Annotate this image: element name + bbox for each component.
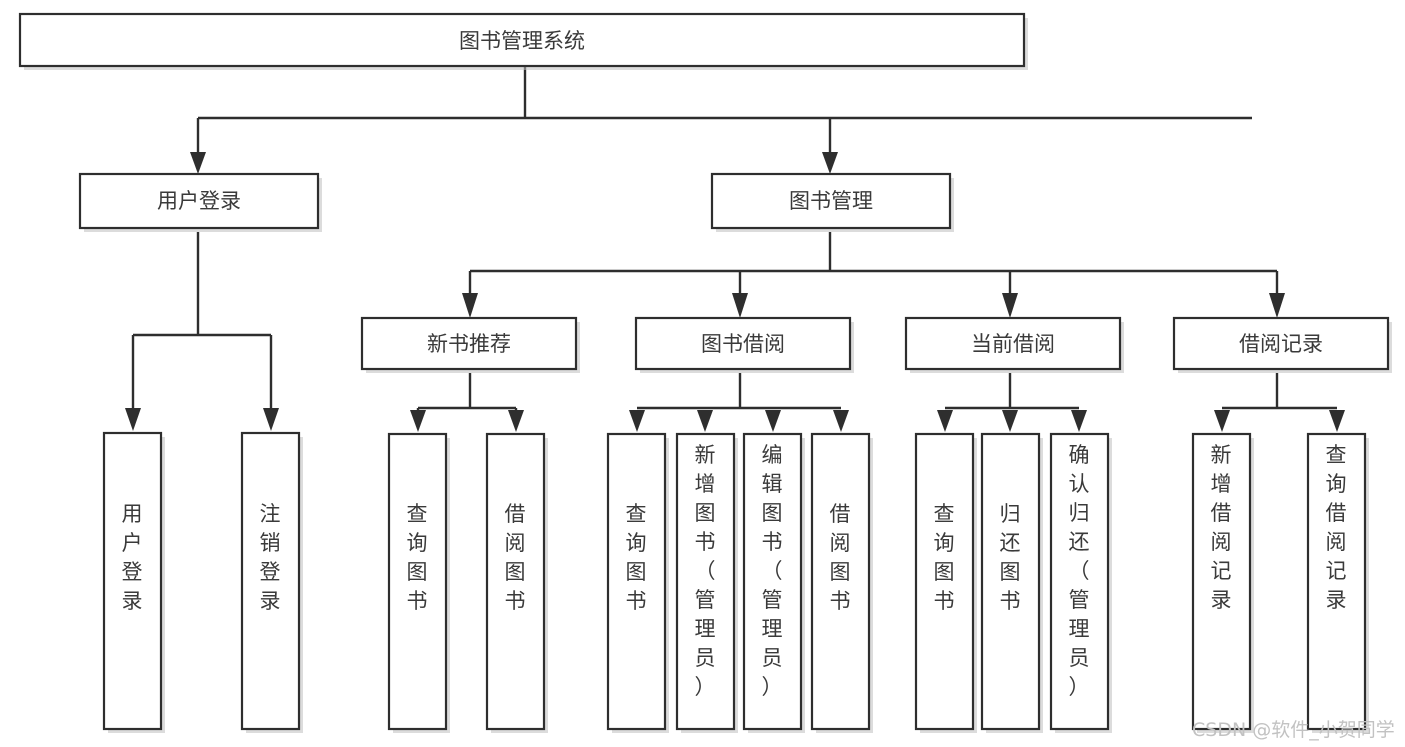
node-leaf-borrow-book-1-label: 借阅图书: [505, 502, 526, 613]
node-leaf-query-book-1[interactable]: 查询图书: [387, 432, 450, 733]
arrow-to-borrow-record: [1269, 293, 1285, 318]
arrow-to-leaf-add-book: [697, 410, 713, 432]
node-new-book-rec-box[interactable]: [360, 316, 578, 371]
node-current-borrow-label: 当前借阅: [971, 332, 1055, 356]
node-leaf-edit-book-label: 编辑图书（管理员）: [762, 443, 783, 699]
node-leaf-user-login-box[interactable]: [102, 431, 163, 731]
node-leaf-user-logout-box[interactable]: [240, 431, 301, 731]
node-leaf-query-record[interactable]: 查询借阅记录: [1306, 432, 1369, 733]
node-leaf-add-book[interactable]: 新增图书（管理员）: [675, 432, 738, 733]
arrow-to-new-book-rec: [462, 293, 478, 318]
node-leaf-add-book-label: 新增图书（管理员）: [695, 443, 716, 699]
node-leaf-user-login-label: 用户登录: [122, 502, 143, 613]
arrow-to-current-borrow: [1002, 293, 1018, 318]
node-leaf-return-book-label: 归还图书: [1000, 502, 1021, 613]
node-leaf-query-book-2[interactable]: 查询图书: [606, 432, 669, 733]
arrow-to-leaf-query-book-1: [410, 410, 426, 432]
arrow-to-leaf-add-record: [1214, 410, 1230, 432]
node-book-borrow-box[interactable]: [634, 316, 852, 371]
node-user-login-box[interactable]: [78, 172, 320, 230]
node-borrow-record-box[interactable]: [1172, 316, 1390, 371]
node-leaf-confirm-return[interactable]: 确认归还（管理员）: [1049, 432, 1112, 733]
arrow-to-leaf-query-book-2: [629, 410, 645, 432]
node-leaf-user-login[interactable]: 用户登录: [102, 431, 165, 733]
arrow-to-leaf-user-login: [125, 408, 141, 431]
node-leaf-query-book-2-label: 查询图书: [626, 502, 647, 613]
node-leaf-borrow-book-2[interactable]: 借阅图书: [810, 432, 873, 733]
node-leaf-borrow-book-1[interactable]: 借阅图书: [485, 432, 548, 733]
node-borrow-record-label: 借阅记录: [1239, 332, 1323, 356]
arrow-to-user-login: [190, 152, 206, 174]
node-leaf-query-book-3-box[interactable]: [914, 432, 975, 731]
node-current-borrow-box[interactable]: [904, 316, 1122, 371]
arrow-to-leaf-confirm-return: [1071, 410, 1087, 432]
node-new-book-rec[interactable]: 新书推荐: [360, 316, 580, 373]
node-leaf-edit-book-box[interactable]: [742, 432, 803, 731]
node-book-manage-label: 图书管理: [789, 189, 873, 213]
node-user-login-label: 用户登录: [157, 189, 241, 213]
node-leaf-confirm-return-box[interactable]: [1049, 432, 1110, 731]
node-root-box[interactable]: [18, 12, 1026, 68]
node-book-manage-box[interactable]: [710, 172, 952, 230]
node-borrow-record[interactable]: 借阅记录: [1172, 316, 1392, 373]
node-leaf-user-logout[interactable]: 注销登录: [240, 431, 303, 733]
node-leaf-query-book-1-label: 查询图书: [407, 502, 428, 613]
arrow-to-leaf-return-book: [1002, 410, 1018, 432]
node-leaf-borrow-book-2-label: 借阅图书: [830, 502, 851, 613]
arrow-to-book-manage: [822, 152, 838, 174]
csdn-watermark: CSDN @软件_小贺同学: [1192, 719, 1395, 741]
node-root[interactable]: 图书管理系统: [18, 12, 1028, 70]
node-current-borrow[interactable]: 当前借阅: [904, 316, 1124, 373]
node-leaf-return-book[interactable]: 归还图书: [980, 432, 1043, 733]
connectors-layer: [125, 66, 1345, 432]
node-leaf-borrow-book-1-box[interactable]: [485, 432, 546, 731]
node-leaf-user-logout-label: 注销登录: [260, 502, 281, 613]
arrow-to-leaf-borrow-book-1: [508, 410, 524, 432]
node-leaf-borrow-book-2-box[interactable]: [810, 432, 871, 731]
node-new-book-rec-label: 新书推荐: [427, 332, 511, 356]
node-leaf-add-book-box[interactable]: [675, 432, 736, 731]
arrow-to-book-borrow: [732, 293, 748, 318]
arrow-to-leaf-user-logout: [263, 408, 279, 431]
node-leaf-query-record-label: 查询借阅记录: [1326, 443, 1347, 612]
node-leaf-query-book-2-box[interactable]: [606, 432, 667, 731]
arrow-to-leaf-query-book-3: [937, 410, 953, 432]
node-book-borrow-label: 图书借阅: [701, 332, 785, 356]
arrow-to-leaf-edit-book: [765, 410, 781, 432]
node-leaf-query-record-box[interactable]: [1306, 432, 1367, 731]
node-leaf-add-record-label: 新增借阅记录: [1211, 443, 1232, 612]
arrow-to-leaf-query-record: [1329, 410, 1345, 432]
node-leaf-return-book-box[interactable]: [980, 432, 1041, 731]
node-leaf-query-book-1-box[interactable]: [387, 432, 448, 731]
node-book-manage[interactable]: 图书管理: [710, 172, 954, 232]
node-leaf-edit-book[interactable]: 编辑图书（管理员）: [742, 432, 805, 733]
node-leaf-confirm-return-label: 确认归还（管理员）: [1069, 443, 1090, 699]
node-leaf-query-book-3-label: 查询图书: [934, 502, 955, 613]
node-leaf-query-book-3[interactable]: 查询图书: [914, 432, 977, 733]
node-root-label: 图书管理系统: [459, 29, 585, 53]
node-user-login[interactable]: 用户登录: [78, 172, 322, 232]
node-book-borrow[interactable]: 图书借阅: [634, 316, 854, 373]
arrow-to-leaf-borrow-book-2: [833, 410, 849, 432]
node-leaf-add-record-box[interactable]: [1191, 432, 1252, 731]
node-leaf-add-record[interactable]: 新增借阅记录: [1191, 432, 1254, 733]
